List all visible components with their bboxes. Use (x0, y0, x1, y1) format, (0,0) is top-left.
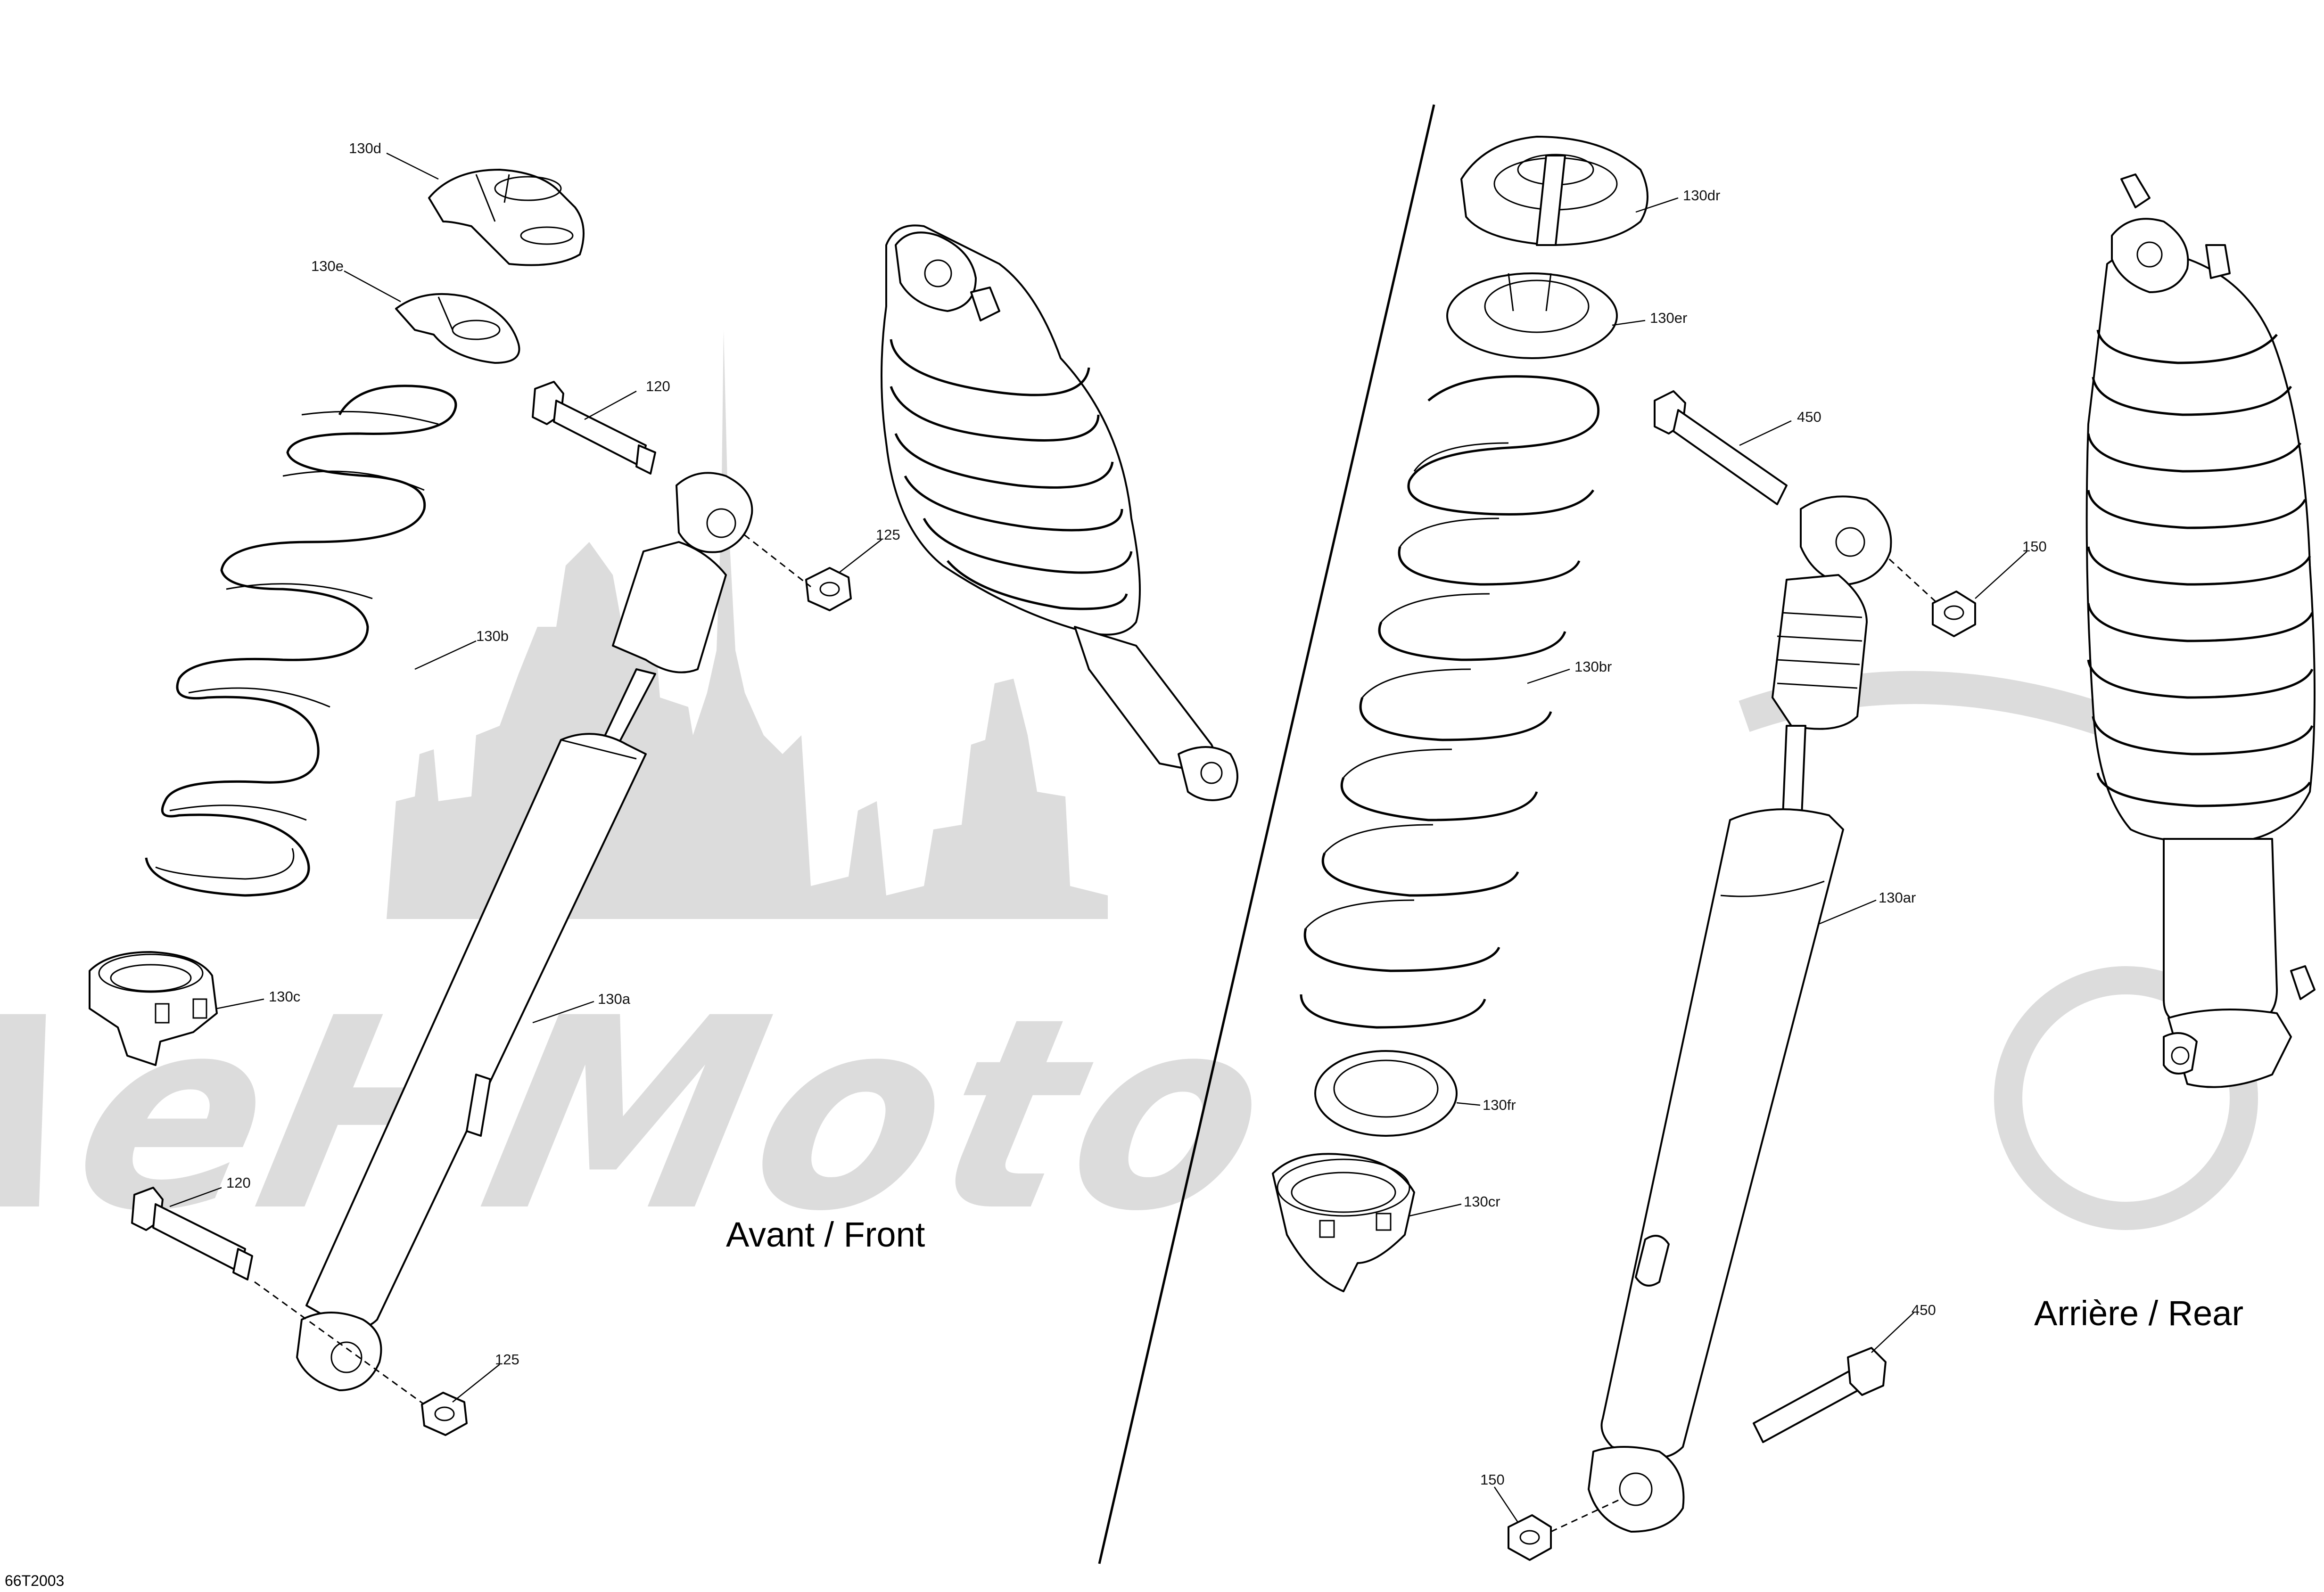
callout-130c: 130c (269, 988, 300, 1005)
section-divider (1098, 104, 1435, 1564)
drawing-code: 66T2003 (5, 1572, 64, 1589)
callout-130d: 130d (349, 140, 381, 156)
axis-line-rear-top (1880, 550, 1938, 604)
part-130dr-spring-seat (1460, 136, 1648, 246)
callout-130er: 130er (1650, 310, 1687, 326)
callout-120-top: 120 (646, 378, 670, 394)
callout-130ar: 130ar (1879, 889, 1916, 906)
part-120-bolt-bottom (131, 1187, 253, 1280)
callout-labels: 130d 130e 120 125 130b 130c 130a 120 125… (226, 140, 2047, 1488)
part-130b-front-spring (145, 385, 457, 897)
axis-line-bottom (254, 1281, 425, 1405)
callout-130br: 130br (1574, 658, 1612, 675)
callout-130e: 130e (311, 258, 344, 274)
callout-130dr: 130dr (1683, 187, 1720, 204)
part-150-nut-top (1932, 591, 1976, 637)
section-title-front: Avant / Front (726, 1215, 925, 1254)
callout-130a: 130a (598, 991, 631, 1007)
watermark-wheel (1994, 966, 2258, 1230)
callout-125-top: 125 (876, 526, 900, 543)
callout-130b: 130b (476, 628, 509, 644)
part-130d-spring-seat (428, 169, 585, 266)
callout-130cr: 130cr (1464, 1193, 1500, 1210)
section-title-rear: Arrière / Rear (2034, 1294, 2243, 1333)
callout-130fr: 130fr (1483, 1097, 1516, 1113)
part-130fr-washer (1314, 1050, 1458, 1137)
part-125-nut-bottom (421, 1392, 468, 1436)
axis-line-top (735, 527, 811, 588)
part-130e-washer (395, 293, 520, 364)
callout-450-top: 450 (1797, 409, 1821, 425)
callout-150-top: 150 (2022, 538, 2047, 555)
part-130c-lower-seat (89, 951, 218, 1066)
callout-450-bottom: 450 (1912, 1302, 1936, 1318)
callout-150-bottom: 150 (1480, 1471, 1505, 1488)
part-450-bolt-bottom (1753, 1347, 1887, 1443)
part-front-shock-assembled (881, 224, 1238, 801)
part-120-bolt-top (532, 381, 656, 475)
part-130cr-lower-seat (1272, 1153, 1415, 1292)
leader-lines (169, 152, 2027, 1523)
part-450-bolt-top (1654, 390, 1788, 505)
part-rear-shock-assembled (2085, 173, 2316, 1088)
part-130br-rear-spring (1300, 375, 1600, 1029)
axis-line-rear-bottom (1550, 1498, 1622, 1533)
callout-120-bottom: 120 (226, 1174, 251, 1191)
callout-125-bottom: 125 (495, 1351, 519, 1368)
part-150-nut-bottom (1508, 1514, 1552, 1561)
part-130ar-rear-shock (1588, 495, 1892, 1533)
part-125-nut-top (805, 567, 852, 611)
part-130a-front-shock (296, 472, 753, 1391)
part-130er-washer (1446, 272, 1618, 359)
